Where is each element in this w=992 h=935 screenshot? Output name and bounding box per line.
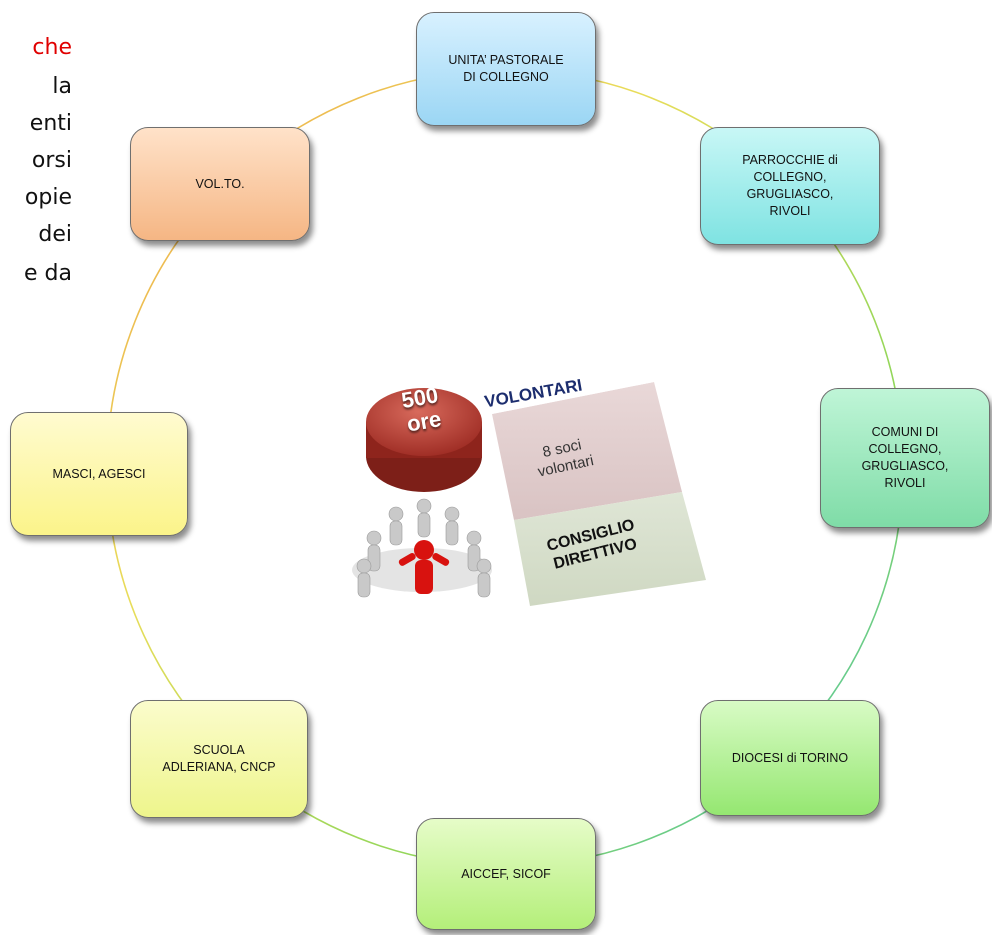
ore-button-icon — [366, 388, 482, 492]
node-masci-agesci: MASCI, AGESCI — [10, 412, 188, 536]
node-unita-pastorale: UNITA’ PASTORALE DI COLLEGNO — [416, 12, 596, 126]
side-text-line: enti — [29, 111, 72, 136]
node-label: PARROCCHIE di COLLEGNO, GRUGLIASCO, RIVO… — [742, 153, 838, 218]
info-card — [484, 372, 706, 606]
side-text-line: che — [32, 35, 72, 60]
node-diocesi: DIOCESI di TORINO — [700, 700, 880, 816]
center-illustration — [352, 372, 706, 606]
node-label: DIOCESI di TORINO — [731, 750, 849, 765]
side-text-line: dei — [38, 222, 72, 247]
node-aiccef-sicof: AICCEF, SICOF — [416, 818, 596, 930]
side-text-line: la — [52, 74, 72, 99]
node-label: AICCEF, SICOF — [461, 866, 551, 881]
node-label: COMUNI DI COLLEGNO, GRUGLIASCO, RIVOLI — [861, 425, 949, 490]
node-comuni: COMUNI DI COLLEGNO, GRUGLIASCO, RIVOLI — [820, 388, 990, 528]
node-scuola-adleriana: SCUOLA ADLERIANA, CNCP — [130, 700, 308, 818]
node-label: UNITA’ PASTORALE DI COLLEGNO — [448, 53, 564, 84]
side-text-line: opie — [24, 185, 72, 210]
people-circle-icon — [352, 498, 492, 598]
center-graphic: 500 ore VOLONTARI 8 soci volontari CONSI… — [344, 370, 710, 615]
node-label: VOL.TO. — [195, 176, 245, 191]
side-text-line: e da — [24, 261, 72, 286]
side-paragraph: che la enti orsi opie dei e da — [0, 0, 72, 340]
node-parrocchie: PARROCCHIE di COLLEGNO, GRUGLIASCO, RIVO… — [700, 127, 880, 245]
node-label: SCUOLA ADLERIANA, CNCP — [162, 743, 276, 774]
node-volto: VOL.TO. — [130, 127, 310, 241]
side-text-line: orsi — [31, 148, 72, 173]
node-label: MASCI, AGESCI — [52, 466, 146, 481]
